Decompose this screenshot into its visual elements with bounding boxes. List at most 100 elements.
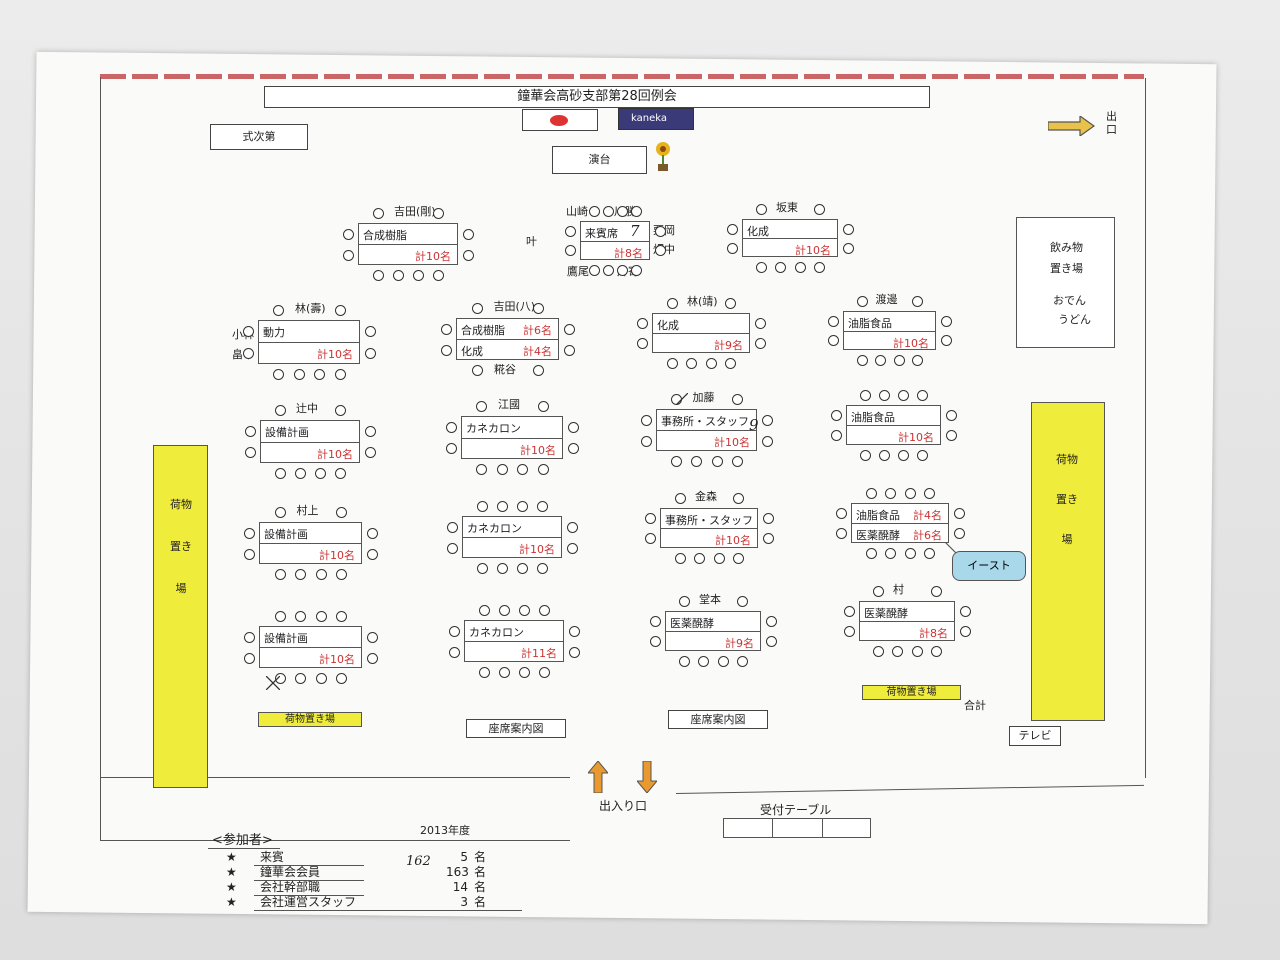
seat <box>917 450 928 461</box>
table-row: 計9名 <box>653 333 749 352</box>
seat <box>569 625 580 637</box>
table-row: 計10名 <box>260 543 361 563</box>
seat <box>336 611 348 622</box>
seat <box>946 430 957 441</box>
table-row: 化成 <box>653 314 749 333</box>
seat <box>885 488 897 499</box>
luggage-area-left <box>153 445 208 788</box>
seat <box>519 667 530 678</box>
room-top-curtain <box>100 74 1144 79</box>
table-host-name: 坂東 <box>776 201 798 214</box>
seat <box>763 513 774 524</box>
seat <box>471 303 483 314</box>
table-r4c3: 医薬醗酵計8名 <box>859 601 955 641</box>
seat <box>567 542 578 554</box>
seat <box>564 323 575 335</box>
table-r0c0: 合成樹脂計10名 <box>358 223 458 265</box>
table-row: 医薬醗酵 <box>860 602 954 621</box>
seat <box>860 450 871 461</box>
seat <box>243 348 254 359</box>
table-group-name: 来賓席 <box>585 227 618 240</box>
table-host-name: 林(壽) <box>295 302 326 315</box>
table-count: 計10名 <box>317 447 353 461</box>
table-group-name: 油脂食品 <box>848 317 892 330</box>
seat <box>517 464 529 475</box>
reception-table <box>723 818 871 838</box>
seat <box>336 569 348 580</box>
seat <box>433 208 444 219</box>
seat <box>650 616 661 627</box>
star-icon: ★ <box>226 895 237 909</box>
seat <box>519 605 530 616</box>
table-host-name: 金森 <box>695 490 717 503</box>
room-bottom-wall-left <box>100 777 570 778</box>
seat <box>274 673 286 684</box>
seat <box>873 646 885 657</box>
table-row: 計10名 <box>657 430 756 450</box>
seat <box>637 318 648 329</box>
table-row: 医薬醗酵計6名 <box>852 523 948 542</box>
seat <box>275 468 286 479</box>
table-r3c2: 事務所・スタッフ計10名 <box>660 508 758 548</box>
table-group-name: 化成 <box>461 345 483 358</box>
seat <box>336 507 348 518</box>
attendee-underline <box>254 865 364 866</box>
seat <box>365 348 376 359</box>
table-row: 油脂食品計4名 <box>852 504 948 523</box>
star-icon: ★ <box>226 880 237 894</box>
seat <box>295 468 306 479</box>
seat <box>315 569 327 580</box>
luggage-label-right: 荷物置き場 <box>1056 453 1078 546</box>
seat <box>273 369 285 380</box>
luggage-band-left: 荷物置き場 <box>258 712 362 727</box>
table-count: 計10名 <box>317 348 353 361</box>
drinks-label-2: 置き場 <box>1050 262 1083 275</box>
seat <box>463 228 474 240</box>
table-group-name: 事務所・スタッフ <box>665 514 753 527</box>
seat <box>603 206 614 217</box>
seat <box>367 527 378 539</box>
table-row: 計10名 <box>462 437 562 459</box>
seat <box>924 548 936 559</box>
seat <box>537 401 549 412</box>
table-group-name: 医薬醗酵 <box>856 529 900 542</box>
table-row: 油脂食品 <box>844 312 935 331</box>
east-bubble-label: イースト <box>967 559 1011 572</box>
table-host-name: 村 <box>893 583 904 596</box>
seat <box>679 656 691 667</box>
table-r1c2: 化成計9名 <box>652 313 750 353</box>
seat <box>666 298 678 309</box>
guest-name-left: 叶 <box>526 235 537 248</box>
table-row: 計10名 <box>661 528 757 547</box>
table-row: 計10名 <box>359 244 457 264</box>
room-bottom-line <box>100 840 570 841</box>
seat <box>865 488 877 499</box>
attendee-unit: 名 <box>474 895 487 909</box>
seat <box>433 270 444 281</box>
table-count: 計10名 <box>519 543 555 556</box>
flag-sun-icon <box>550 115 568 126</box>
attendee-label: 鐘華会会員 <box>260 865 321 879</box>
table-row: 計10名 <box>844 330 935 350</box>
table-r1c1: 合成樹脂計6名化成計4名 <box>456 318 559 360</box>
seat <box>449 625 460 637</box>
seat <box>274 569 286 580</box>
attendee-count: 3 <box>460 895 468 909</box>
seat <box>893 355 905 366</box>
seat <box>533 365 545 376</box>
attendee-underline <box>254 880 364 881</box>
seat <box>568 421 579 433</box>
seat <box>446 421 457 433</box>
seat <box>589 265 600 276</box>
guest-name-bottom-2: 片寄 <box>617 265 639 278</box>
table-group-name: 化成 <box>657 319 679 332</box>
table-row: 医薬醗酵 <box>666 612 760 631</box>
handwritten-guest-fix: 7 <box>630 222 640 240</box>
seat <box>736 596 748 607</box>
seat <box>755 338 766 349</box>
seat <box>476 401 488 412</box>
guest-name-bottom-1: 鷹尾 <box>567 265 589 278</box>
table-count: 計6名 <box>523 324 552 337</box>
drinks-label-1: 飲み物 <box>1050 241 1083 254</box>
